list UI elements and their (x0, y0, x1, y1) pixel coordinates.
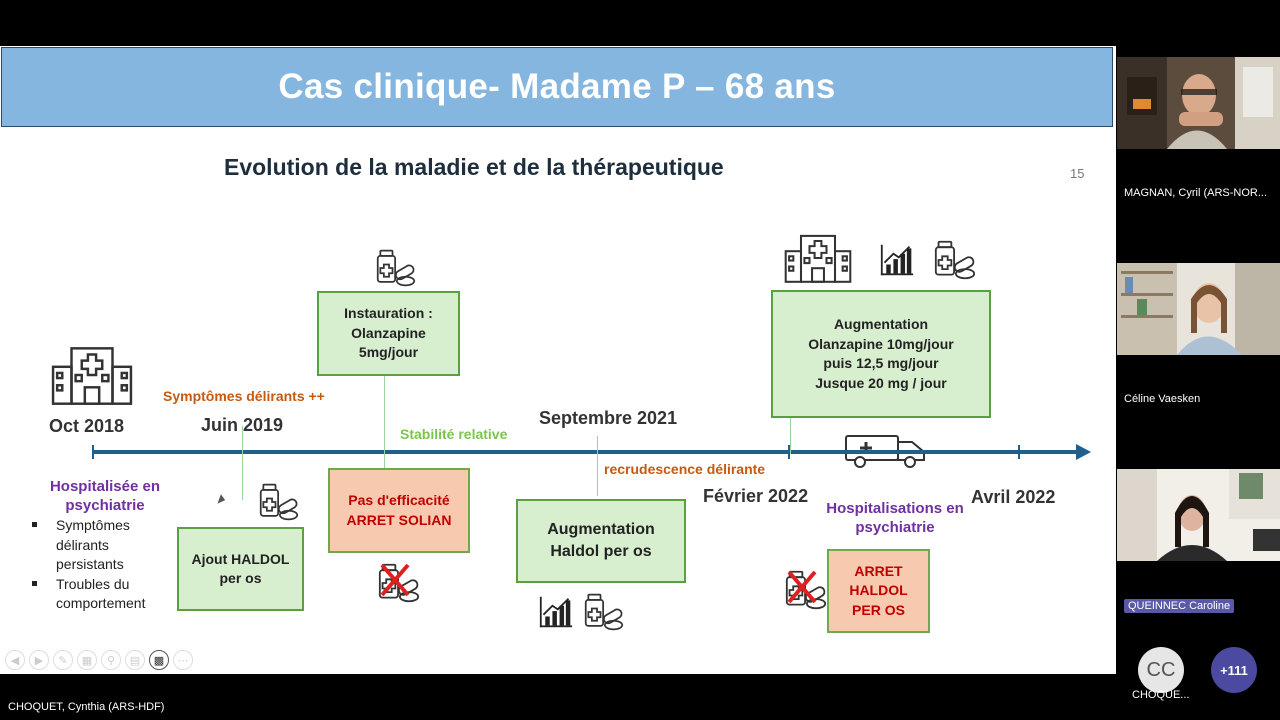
medication-icon (259, 481, 299, 523)
subtitles-icon[interactable]: ▤ (125, 650, 145, 670)
box-augmentation-haldol: Augmentation Haldol per os (516, 499, 686, 583)
medication-icon (376, 247, 416, 289)
medication-icon (934, 239, 976, 281)
zoom-icon[interactable]: ⚲ (101, 650, 121, 670)
participant-name: QUEINNEC Caroline (1124, 599, 1235, 613)
label-hospitalisee: Hospitalisée en psychiatrie (49, 478, 161, 514)
box-line: ARRET (854, 562, 903, 579)
box-instauration-olanzapine: Instauration : Olanzapine 5mg/jour (317, 291, 460, 376)
title-banner: Cas clinique- Madame P – 68 ans (1, 47, 1113, 127)
next-slide-icon[interactable]: ▶ (29, 650, 49, 670)
presentation-slide: Cas clinique- Madame P – 68 ans Evolutio… (0, 46, 1116, 674)
previous-slide-icon[interactable]: ◀ (5, 650, 25, 670)
participant-video[interactable] (1117, 57, 1280, 149)
slide-number: 15 (1070, 166, 1085, 181)
box-line: PER OS (852, 601, 905, 618)
participant-name: CHOQUE... (1132, 689, 1190, 701)
more-participants-button[interactable]: +111 (1211, 647, 1257, 693)
box-line: HALDOL (849, 582, 908, 599)
label-symptomes-delirants: Symptômes délirants ++ (163, 388, 325, 404)
box-line: Haldol per os (550, 543, 652, 560)
box-line: per os (219, 570, 262, 586)
date-oct-2018: Oct 2018 (49, 416, 125, 436)
date-septembre-2021: Septembre 2021 (539, 408, 678, 428)
label-stabilite-relative: Stabilité relative (400, 426, 508, 442)
box-augmentation-olanzapine: Augmentation Olanzapine 10mg/jour puis 1… (771, 290, 991, 418)
timeline-axis (92, 450, 1080, 454)
mouse-cursor (217, 494, 227, 506)
box-line: Olanzapine (351, 324, 426, 341)
box-line: 5mg/jour (358, 344, 419, 361)
slides-icon[interactable]: ▦ (77, 650, 97, 670)
presentation-toolbar: ◀ ▶ ✎ ▦ ⚲ ▤ ▩ ⋯ (5, 650, 193, 670)
date-juin-2019: Juin 2019 (201, 415, 284, 435)
camera-icon[interactable]: ▩ (149, 650, 169, 670)
connector-line (384, 376, 385, 470)
list-item: Symptômes délirants persistants (30, 516, 176, 575)
participant-video[interactable] (1117, 263, 1280, 355)
participant-name: Céline Vaesken (1124, 393, 1201, 405)
symptom-list: Symptômes délirants persistants Troubles… (30, 516, 176, 614)
timeline-tick (1018, 445, 1020, 459)
timeline-tick (788, 445, 790, 459)
list-item: Troubles du comportement (30, 575, 176, 614)
box-line: Ajout HALDOL (191, 550, 290, 567)
slide-subtitle: Evolution de la maladie et de la thérape… (224, 154, 724, 180)
connector-line (790, 404, 791, 454)
box-arret-solian: Pas d'efficacité ARRET SOLIAN (328, 468, 470, 553)
participant-video[interactable] (1117, 469, 1280, 561)
box-line: Jusque 20 mg / jour (815, 374, 947, 391)
stop-medication-icon (785, 568, 827, 612)
more-options-icon[interactable]: ⋯ (173, 650, 193, 670)
box-ajout-haldol: Ajout HALDOL per os (177, 527, 304, 611)
chart-increase-icon (879, 243, 915, 277)
date-avril-2022: Avril 2022 (971, 487, 1056, 507)
box-line: puis 12,5 mg/jour (823, 355, 939, 371)
box-line: Pas d'efficacité (348, 492, 450, 508)
slide-title: Cas clinique- Madame P – 68 ans (278, 67, 836, 106)
hospital-icon (784, 232, 852, 284)
medication-icon (584, 591, 624, 633)
timeline-tick (92, 445, 94, 459)
date-fevrier-2022: Février 2022 (703, 486, 809, 506)
stop-medication-icon (378, 561, 420, 605)
connector-line (242, 426, 243, 500)
hospital-icon (51, 344, 133, 406)
chart-increase-icon (538, 595, 574, 629)
label-hospitalisations: Hospitalisations en psychiatrie (826, 500, 964, 536)
participant-name: MAGNAN, Cyril (ARS-NOR... (1124, 187, 1267, 199)
connector-line (597, 436, 598, 496)
label-recrudescence: recrudescence délirante (604, 461, 766, 477)
box-line: Instauration : (344, 305, 433, 322)
box-line: Olanzapine 10mg/jour (808, 335, 954, 352)
pen-icon[interactable]: ✎ (53, 650, 73, 670)
box-line: Augmentation (833, 316, 929, 332)
box-line: ARRET SOLIAN (346, 511, 452, 528)
box-arret-haldol: ARRET HALDOL PER OS (827, 549, 930, 633)
avatar[interactable]: CC (1138, 647, 1184, 693)
presenter-name: CHOQUET, Cynthia (ARS-HDF) (8, 701, 165, 713)
timeline-arrow (1076, 444, 1091, 460)
box-line: Augmentation (547, 521, 655, 538)
